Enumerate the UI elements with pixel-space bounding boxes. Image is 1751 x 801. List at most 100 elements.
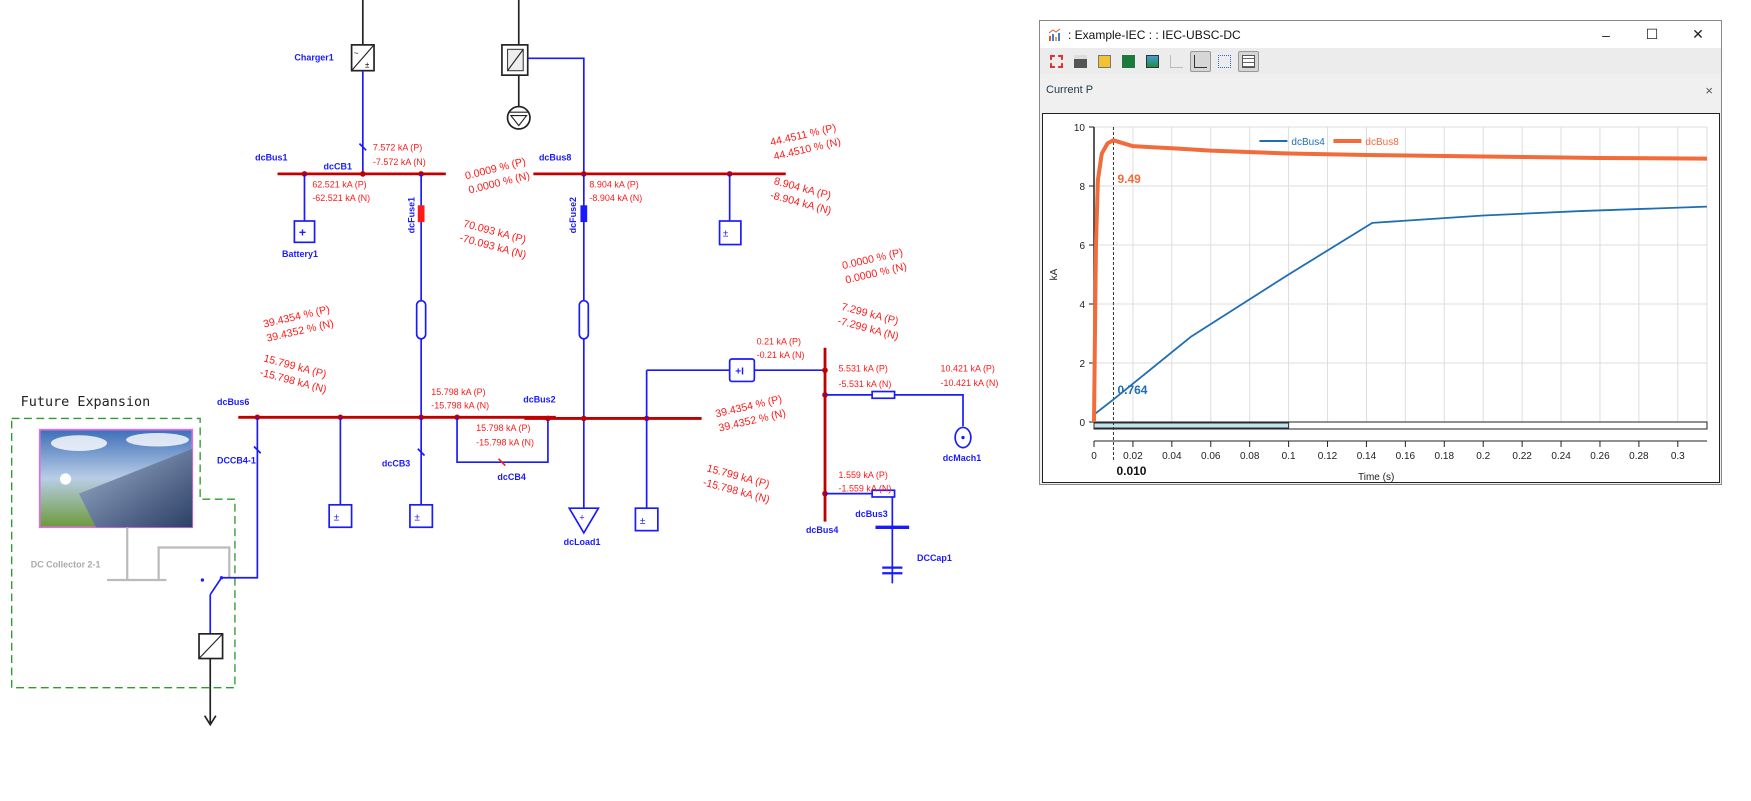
y-axis-label: kA	[1049, 268, 1060, 280]
result-label: 7.299 kA (P)-7.299 kA (N)	[836, 301, 900, 343]
excel-button[interactable]	[1118, 51, 1139, 72]
flow-label: 15.798 kA (P)	[476, 423, 530, 433]
future-expansion-label: Future Expansion	[21, 395, 151, 410]
plot-button[interactable]	[1166, 51, 1187, 72]
charger1-converter-icon[interactable]: ~±	[350, 44, 375, 72]
y-tick-label: 2	[1079, 359, 1085, 370]
dcbus8-label: dcBus8	[539, 152, 571, 162]
x-tick-label: 0.28	[1629, 451, 1649, 462]
dcload1-icon[interactable]: +	[567, 507, 600, 535]
minimize-button[interactable]: –	[1602, 26, 1610, 43]
y-tick-label: 8	[1079, 182, 1085, 193]
inverter-icon[interactable]	[501, 44, 529, 77]
close-button[interactable]: ✕	[1692, 26, 1704, 42]
excel-icon	[1122, 54, 1135, 68]
x-tick-label: 0.3	[1671, 451, 1685, 462]
dccb4-breaker-icon[interactable]	[497, 458, 506, 467]
battery-icon[interactable]: ±	[718, 220, 742, 246]
x-tick-label: 0.2	[1476, 451, 1490, 462]
battery1-icon[interactable]: +	[293, 220, 316, 244]
cable-icon[interactable]	[578, 299, 590, 340]
dccb1-breaker-icon[interactable]	[358, 143, 367, 151]
x-scrollbar-thumb[interactable]	[1093, 422, 1290, 429]
converter-icon[interactable]	[198, 633, 224, 660]
result-label: 44.4511 % (P)44.4510 % (N)	[769, 122, 842, 163]
dcbus2-label: dcBus2	[523, 395, 555, 405]
result-label: 15.799 kA (P)-15.798 kA (N)	[702, 462, 771, 505]
plot-active-button[interactable]	[1190, 50, 1211, 72]
plot-window: : Example-IEC : : IEC-UBSC-DC – ☐ ✕ Curr…	[1039, 20, 1722, 485]
result-label: 15.799 kA (P)-15.798 kA (N)	[258, 353, 327, 396]
export-icon	[1098, 54, 1111, 68]
flow-label: -15.798 kA (N)	[476, 437, 534, 447]
flow-label: 0.21 kA (P)	[757, 336, 801, 346]
flow-label: -1.559 kA (N)	[838, 483, 891, 493]
dcmach1-label: dcMach1	[943, 453, 981, 463]
flow-label: 7.572 kA (P)	[373, 142, 422, 152]
table-button[interactable]	[1238, 50, 1259, 72]
svg-text:+I: +I	[735, 367, 744, 378]
flow-label: -10.421 kA (N)	[941, 378, 999, 388]
result-label: 8.904 kA (P)-8.904 kA (N)	[769, 175, 833, 217]
svg-text:±: ±	[414, 513, 420, 524]
y-tick-label: 6	[1079, 241, 1085, 252]
dcmach1-icon[interactable]	[954, 426, 972, 449]
dcbus1-label: dcBus1	[255, 152, 287, 162]
series-line-dcBus4	[1093, 205, 1708, 416]
flow-label: -15.798 kA (N)	[431, 400, 489, 410]
dcbus3-label: dcBus3	[855, 509, 887, 519]
x-tick-label: 0.12	[1318, 451, 1338, 462]
image-button[interactable]	[1142, 51, 1163, 72]
dc-collector-label: DC Collector 2-1	[31, 560, 101, 570]
maximize-button[interactable]: ☐	[1645, 26, 1659, 42]
inductor-icon[interactable]	[871, 489, 896, 498]
battery-icon[interactable]: ±	[634, 507, 659, 532]
y-tick-label: 4	[1079, 300, 1085, 311]
flow-label: 15.798 kA (P)	[431, 387, 485, 397]
battery-icon[interactable]: ±	[409, 503, 434, 529]
flow-label: 1.559 kA (P)	[838, 470, 887, 480]
flow-label: -5.531 kA (N)	[838, 379, 891, 389]
x-tick-label: 0.22	[1512, 451, 1532, 462]
dcfuse2-icon[interactable]	[580, 205, 588, 223]
x-axis-label: Time (s)	[1358, 472, 1394, 482]
result-label: 0.0009 % (P)0.0000 % (N)	[464, 156, 531, 197]
inductor-icon[interactable]	[871, 390, 896, 400]
y-tick-label: 0	[1079, 418, 1085, 429]
solar-panel-image[interactable]	[38, 428, 194, 529]
flow-label: 8.904 kA (P)	[589, 179, 638, 189]
panel-title: Current P	[1046, 84, 1094, 96]
series-line-dcBus8	[1092, 138, 1708, 423]
dccb1-label: dcCB1	[324, 161, 352, 171]
fit-icon	[1050, 54, 1063, 68]
dcfuse1-label: dcFuse1	[406, 197, 416, 233]
print-button[interactable]	[1070, 51, 1091, 72]
toolbar	[1040, 48, 1721, 74]
dcfuse1-icon[interactable]	[417, 205, 425, 223]
dccb4-1-label: DCCB4-1	[217, 455, 256, 465]
dc-collector[interactable]	[107, 527, 231, 582]
flow-label: -7.572 kA (N)	[373, 157, 426, 167]
dccap1-icon[interactable]	[882, 566, 903, 575]
dccb3-label: dcCB3	[382, 459, 410, 469]
title-bar[interactable]: : Example-IEC : : IEC-UBSC-DC – ☐ ✕	[1040, 21, 1721, 48]
charger1-label: Charger1	[294, 53, 333, 63]
legend-label-dcBus8: dcBus8	[1365, 137, 1399, 148]
dcfuse2-label: dcFuse2	[568, 197, 578, 233]
x-tick-label: 0.14	[1357, 451, 1377, 462]
switch-icon[interactable]	[200, 576, 224, 596]
plot-active-icon	[1194, 54, 1207, 68]
multi-plot-icon	[1218, 54, 1231, 68]
multi-plot-button[interactable]	[1214, 51, 1235, 72]
battery-icon[interactable]: ±	[328, 503, 353, 529]
dccb3-breaker-icon[interactable]	[417, 448, 426, 457]
cable-icon[interactable]	[415, 299, 427, 340]
panel-close-button[interactable]: ×	[1705, 82, 1713, 98]
dccb4-1-breaker-icon[interactable]	[253, 445, 262, 454]
export-button[interactable]	[1094, 51, 1115, 72]
dc-source-icon[interactable]: +I	[728, 358, 756, 383]
dccap1-label: DCCap1	[917, 553, 952, 563]
fit-button[interactable]	[1046, 51, 1067, 72]
